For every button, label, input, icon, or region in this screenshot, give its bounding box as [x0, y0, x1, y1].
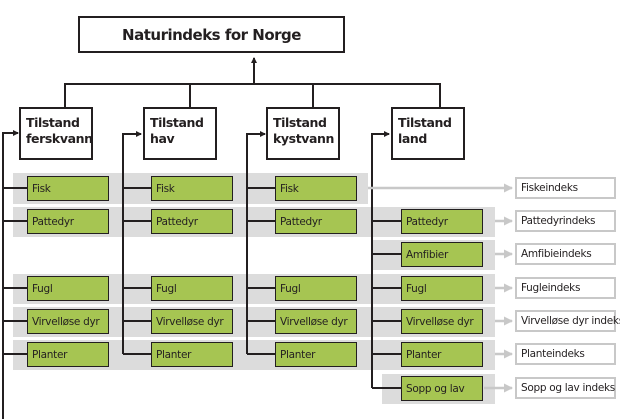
- land-amfibier: Amfibier: [401, 242, 483, 267]
- land-sopp-og-lav: Sopp og lav: [401, 376, 483, 401]
- tilstand-land-box: Tilstand land: [391, 107, 465, 160]
- tilstand-sublabel: hav: [150, 131, 175, 146]
- hav-fugl: Fugl: [151, 276, 233, 301]
- kystvann-virvellose: Virvelløse dyr: [275, 309, 357, 334]
- hav-pattedyr: Pattedyr: [151, 209, 233, 234]
- kystvann-fugl: Fugl: [275, 276, 357, 301]
- ferskvann-pattedyr: Pattedyr: [27, 209, 109, 234]
- land-fugl: Fugl: [401, 276, 483, 301]
- tilstand-ferskvann-box: Tilstand ferskvann: [19, 107, 93, 160]
- land-planter: Planter: [401, 342, 483, 367]
- tilstand-label: Tilstand: [26, 115, 80, 130]
- tilstand-label: Tilstand: [273, 115, 327, 130]
- root-box-naturindeks: Naturindeks for Norge: [78, 16, 345, 53]
- land-virvellose: Virvelløse dyr: [401, 309, 483, 334]
- tilstand-label: Tilstand: [150, 115, 204, 130]
- tilstand-sublabel: land: [398, 131, 427, 146]
- tilstand-sublabel: ferskvann: [26, 131, 93, 146]
- index-fugl: Fugleindeks: [515, 277, 616, 299]
- ferskvann-fugl: Fugl: [27, 276, 109, 301]
- ferskvann-planter: Planter: [27, 342, 109, 367]
- index-pattedyr: Pattedyrindeks: [515, 210, 616, 232]
- hav-planter: Planter: [151, 342, 233, 367]
- kystvann-pattedyr: Pattedyr: [275, 209, 357, 234]
- kystvann-fisk: Fisk: [275, 176, 357, 201]
- ferskvann-fisk: Fisk: [27, 176, 109, 201]
- ferskvann-virvellose: Virvelløse dyr: [27, 309, 109, 334]
- tilstand-kystvann-box: Tilstand kystvann: [266, 107, 340, 160]
- index-planter: Planteindeks: [515, 343, 616, 365]
- hav-virvellose: Virvelløse dyr: [151, 309, 233, 334]
- tilstand-hav-box: Tilstand hav: [143, 107, 217, 160]
- index-amfibier: Amfibieindeks: [515, 243, 616, 265]
- index-sopp-og-lav: Sopp og lav indeks: [515, 377, 616, 399]
- land-pattedyr: Pattedyr: [401, 209, 483, 234]
- tilstand-sublabel: kystvann: [273, 131, 335, 146]
- kystvann-planter: Planter: [275, 342, 357, 367]
- tilstand-label: Tilstand: [398, 115, 452, 130]
- index-virvellose: Virvelløse dyr indeks: [515, 310, 620, 332]
- index-fisk: Fiskeindeks: [515, 177, 616, 199]
- hav-fisk: Fisk: [151, 176, 233, 201]
